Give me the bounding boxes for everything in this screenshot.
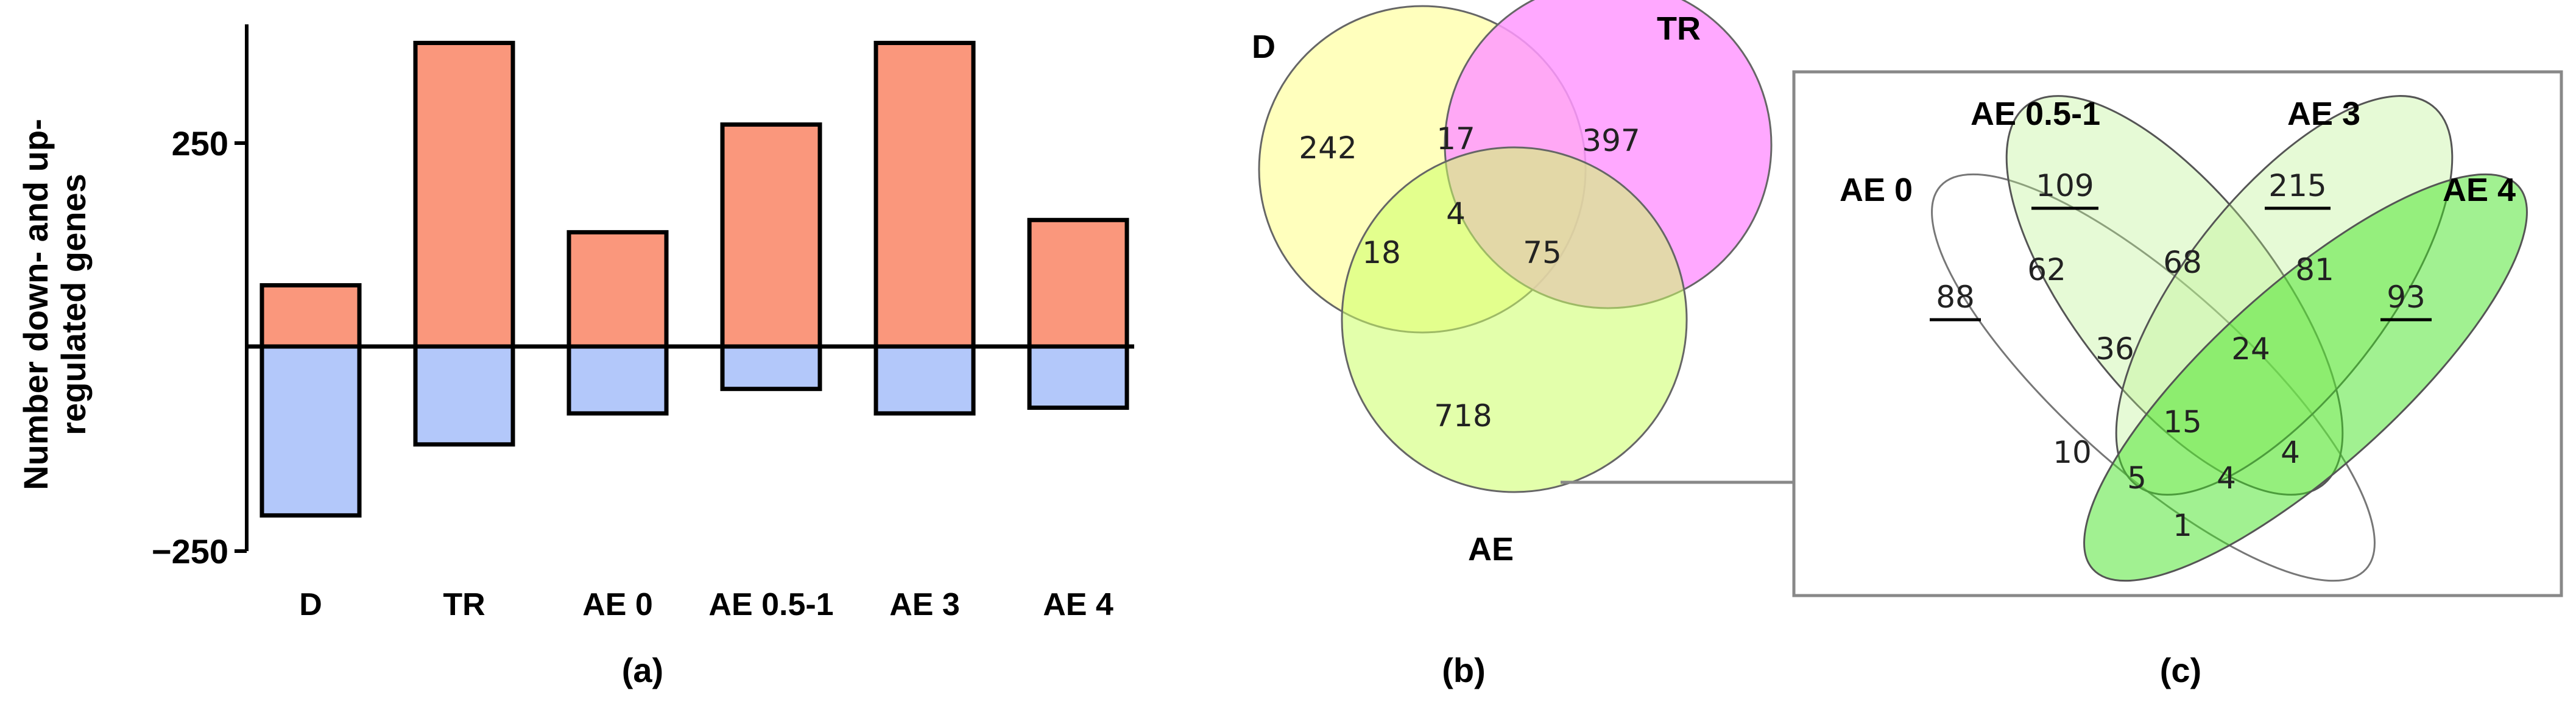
venn-label-tr: TR (1657, 10, 1701, 47)
bar-tr-down (413, 344, 515, 447)
venn4-region-ae3-only: 215 (2268, 168, 2326, 203)
venn4-region-ae0-ae05-ae3: 36 (2095, 331, 2134, 367)
bar-ae-0-up (566, 230, 669, 349)
venn4-region-ae05-ae4: 4 (2281, 435, 2300, 470)
venn4-label-ae05: AE 0.5-1 (1971, 96, 2100, 132)
venn-region-d-tr-ae: 4 (1446, 196, 1466, 231)
x-tick-label: AE 0 (582, 587, 653, 622)
y-axis-label-line2: regulated genes (54, 174, 93, 435)
venn4-region-all: 15 (2163, 404, 2202, 440)
venn4-region-ae0-ae4: 1 (2173, 508, 2192, 543)
x-tick-label: AE 0.5-1 (708, 587, 833, 622)
x-tick-label: AE 4 (1043, 587, 1113, 622)
venn-region-d-ae: 18 (1362, 235, 1401, 270)
bar-chart-panel: Number down- and up- regulated genes 250… (16, 24, 1134, 689)
bar-d-down (259, 344, 362, 518)
x-tick-label: D (299, 587, 322, 622)
bar-ae-0-5-1-up (720, 122, 822, 349)
venn-4-panel: AE 0 AE 0.5-1 AE 3 AE 4 88 109 215 93 62… (1792, 70, 2563, 689)
venn4-region-ae0-ae3-ae4: 5 (2127, 460, 2147, 496)
bar-ae-4-down (1027, 344, 1129, 410)
venn-ellipse-ae4 (2083, 173, 2528, 582)
venn-region-d-tr: 17 (1436, 121, 1475, 157)
venn-circle-ae (1341, 146, 1688, 493)
y-axis-label-line1: Number down- and up- (16, 119, 55, 490)
bar-ae-0-5-1-down (720, 344, 822, 392)
bar-d-up (259, 283, 362, 349)
venn4-label-ae0: AE 0 (1840, 172, 1913, 208)
panel-label-a: (a) (622, 651, 663, 689)
venn4-region-ae0-ae3: 10 (2053, 435, 2092, 470)
venn4-region-ae0-ae05: 62 (2027, 252, 2066, 287)
y-tick-label-neg250: −250 (152, 532, 228, 571)
bar-tr-up (413, 41, 515, 349)
venn-ellipse-ae0 (1931, 173, 2376, 582)
venn4-region-ae0-only: 88 (1936, 280, 1975, 315)
panel-label-b: (b) (1442, 651, 1486, 689)
venn4-region-ae3-ae4: 81 (2295, 252, 2334, 287)
venn4-region-ae0-ae05-ae4: 4 (2217, 460, 2236, 496)
panel-label-c: (c) (2160, 651, 2201, 689)
bar-ae-4-up (1027, 217, 1129, 349)
venn-region-tr-only: 397 (1582, 123, 1640, 158)
venn-region-tr-ae: 75 (1523, 235, 1562, 270)
venn-label-ae: AE (1468, 531, 1514, 568)
x-tick-label: AE 3 (889, 587, 960, 622)
venn-region-ae-only: 718 (1434, 398, 1492, 434)
venn4-label-ae4: AE 4 (2443, 172, 2516, 208)
venn4-region-ae05-ae3: 68 (2163, 245, 2202, 280)
y-tick-label-250: 250 (172, 124, 228, 163)
bar-ae-3-up (873, 41, 976, 349)
venn4-region-ae05-ae3-ae4: 24 (2231, 331, 2270, 367)
bar-ae-0-down (566, 344, 669, 416)
venn4-region-ae4-only: 93 (2387, 280, 2426, 315)
venn4-region-ae05-only: 109 (2036, 168, 2094, 203)
x-tick-label: TR (443, 587, 485, 622)
x-tick-labels: D TR AE 0 AE 0.5-1 AE 3 AE 4 (299, 587, 1113, 622)
venn4-label-ae3: AE 3 (2287, 96, 2360, 132)
venn-3-panel: D TR AE 242 17 397 4 18 75 718 (b) (1252, 0, 1773, 689)
venn-label-d: D (1252, 29, 1276, 65)
venn-region-d-only: 242 (1299, 130, 1357, 166)
bars (259, 41, 1129, 518)
bar-ae-3-down (873, 344, 976, 416)
